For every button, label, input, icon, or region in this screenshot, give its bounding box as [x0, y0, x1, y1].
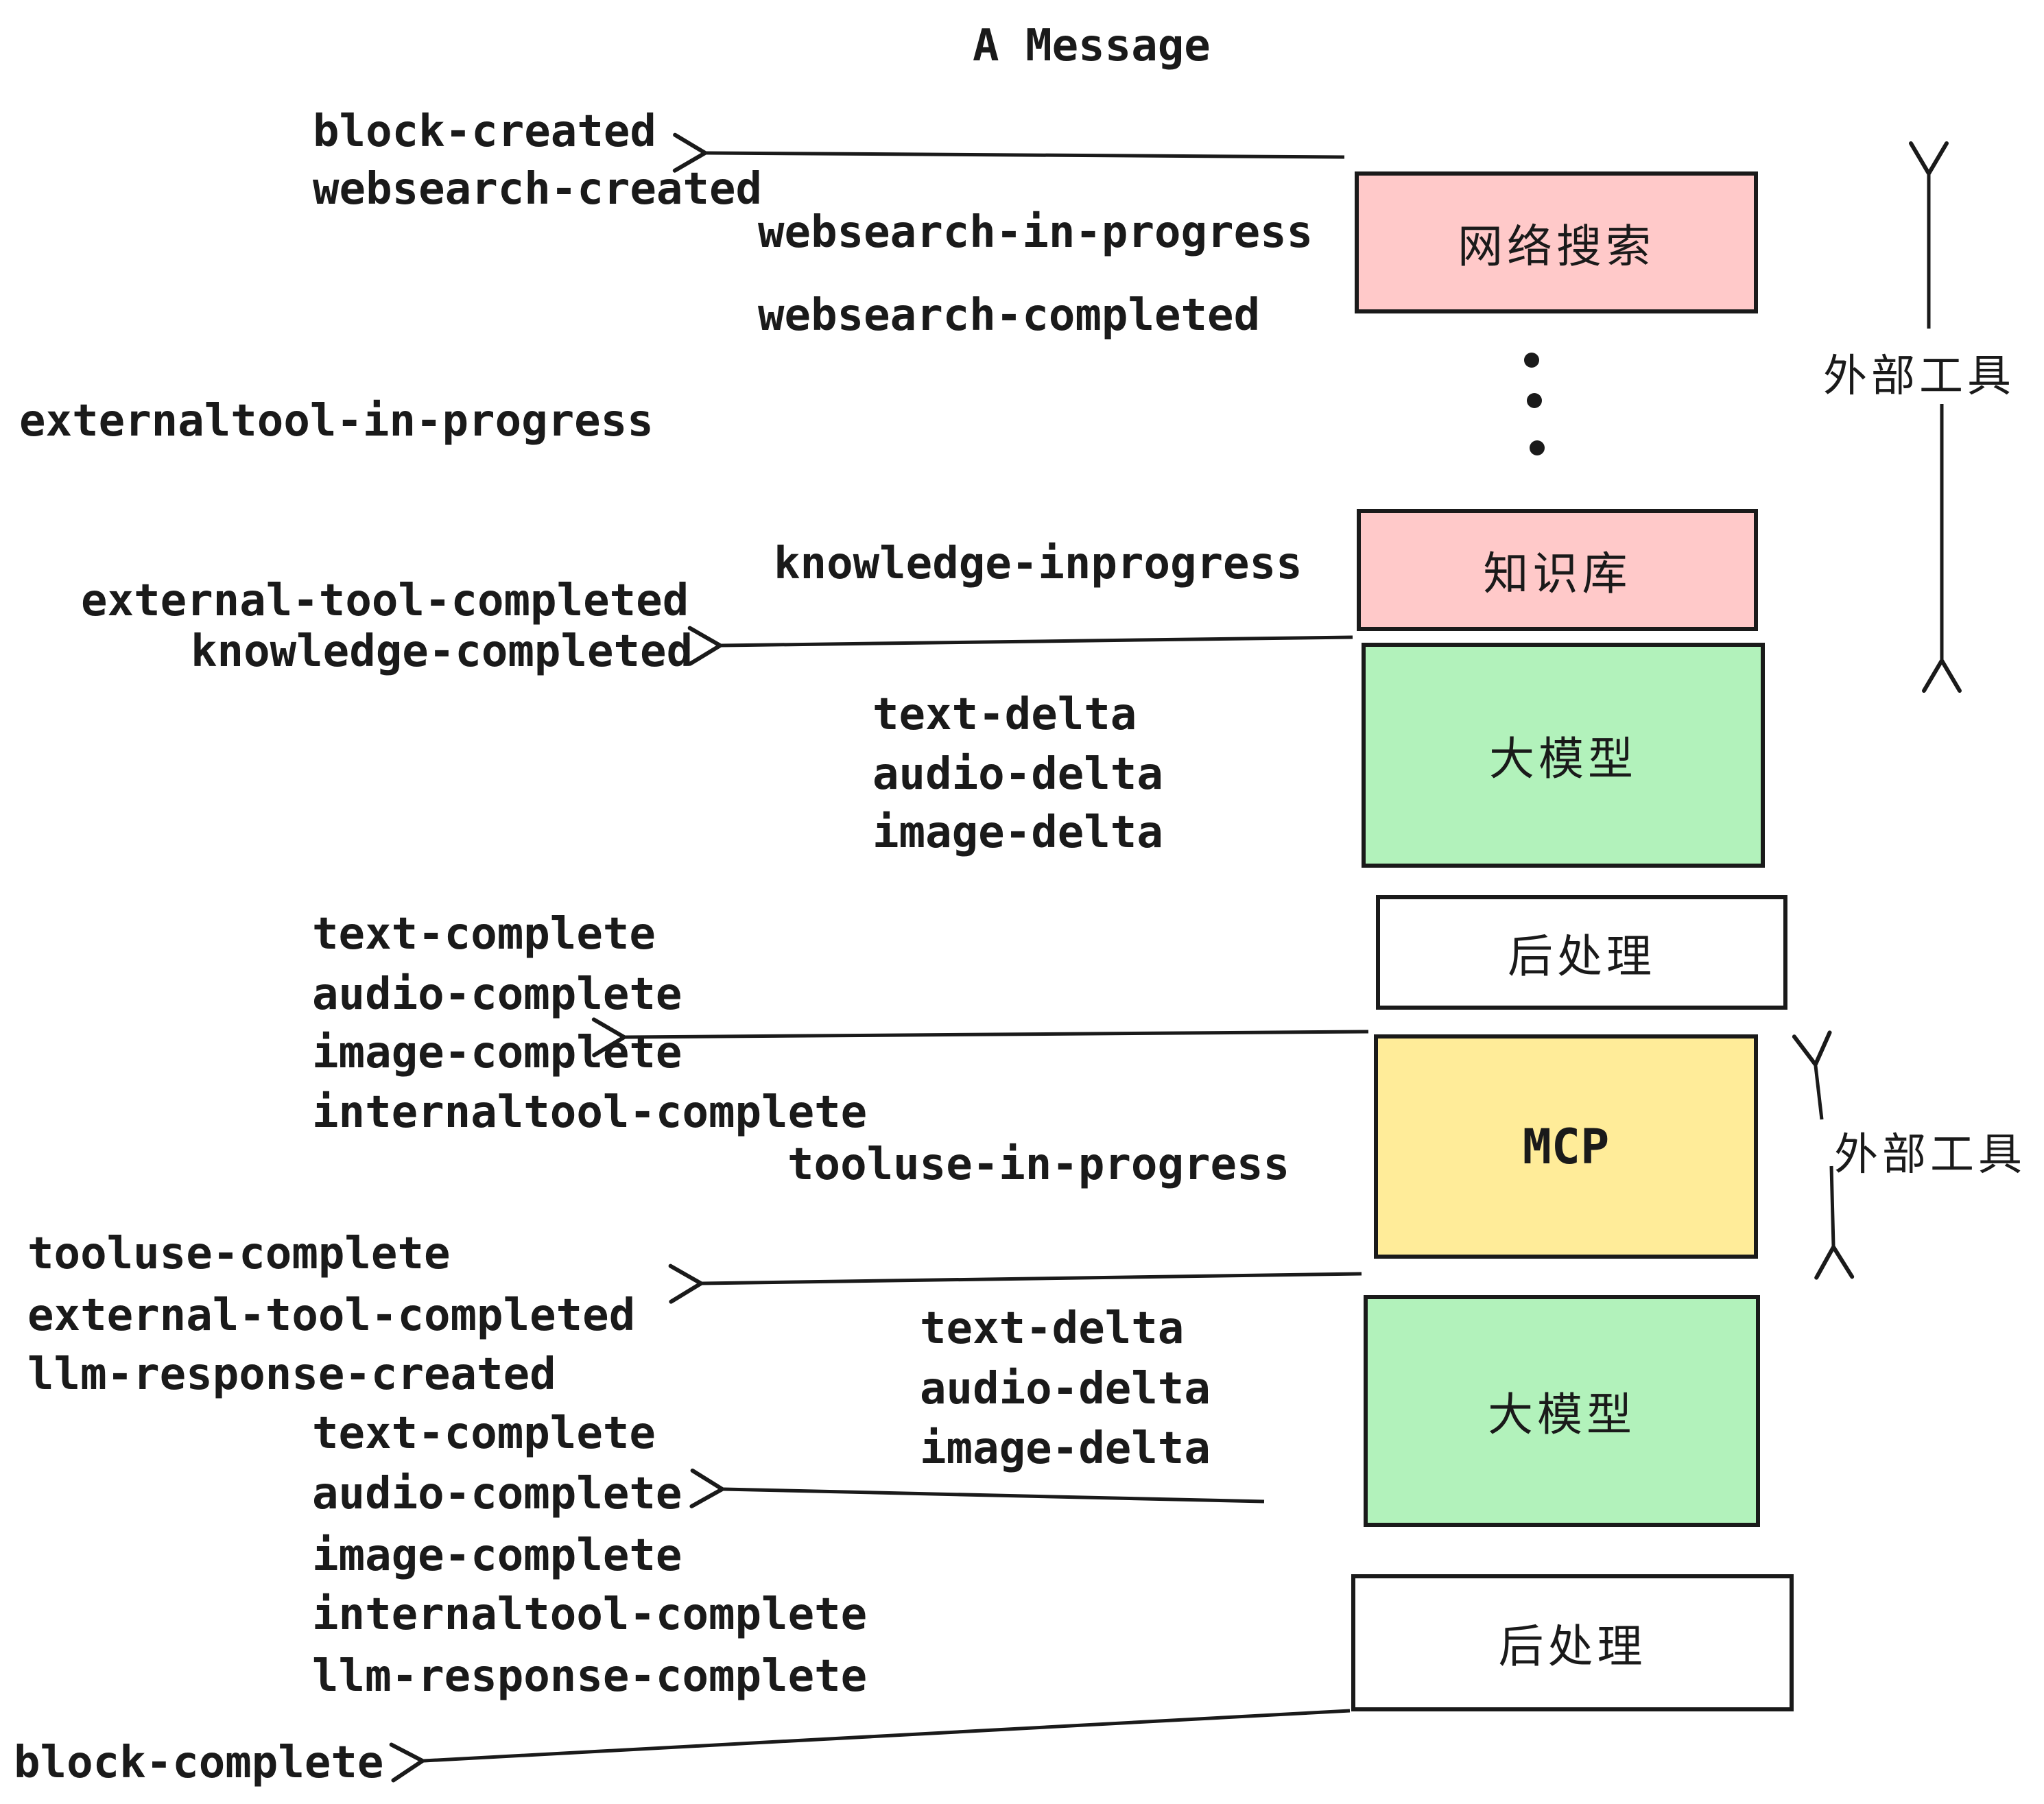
event-label-block-created: block-created — [313, 106, 656, 157]
arrow-to-tooluse-complete — [668, 1263, 1362, 1304]
event-label-image-complete-2: image-complete — [312, 1530, 682, 1581]
arrow-to-knowledge-completed — [687, 626, 1353, 666]
event-label-text-complete-2: text-complete — [312, 1408, 656, 1459]
event-label-text-delta-2: text-delta — [920, 1303, 1185, 1354]
arrow-to-audio-complete — [689, 1468, 1265, 1508]
box-knowledge: 知识库 — [1357, 509, 1758, 631]
box-post-1-label: 后处理 — [1508, 929, 1656, 983]
event-label-knowledge-completed: knowledge-completed — [191, 626, 693, 677]
external-tool-down-arrow-middle — [1814, 1165, 1855, 1280]
box-websearch: 网络搜索 — [1355, 171, 1758, 313]
box-llm-2-label: 大模型 — [1488, 1388, 1636, 1441]
event-label-tooluse-complete: tooluse-complete — [27, 1229, 451, 1279]
box-llm-1: 大模型 — [1362, 643, 1765, 868]
box-websearch-label: 网络搜索 — [1458, 219, 1655, 273]
event-label-websearch-created: websearch-created — [313, 164, 763, 215]
event-label-knowledge-inprogress: knowledge-inprogress — [774, 538, 1303, 589]
event-label-text-delta-1: text-delta — [872, 689, 1137, 740]
external-tool-up-arrow-middle — [1792, 1030, 1832, 1120]
event-label-external-tool-completed: external-tool-completed — [81, 575, 689, 626]
event-label-externaltool-in-progress: externaltool-in-progress — [19, 396, 654, 447]
external-tool-label-middle: 外部工具 — [1834, 1130, 2026, 1180]
diagram-title: A Message — [973, 21, 1211, 71]
event-label-external-tool-completed-2: external-tool-completed — [27, 1290, 636, 1341]
arrow-to-block-complete — [389, 1709, 1351, 1783]
event-label-audio-complete-2: audio-complete — [312, 1469, 682, 1519]
box-post-2-label: 后处理 — [1498, 1620, 1647, 1673]
event-label-text-complete-1: text-complete — [312, 909, 656, 960]
external-tool-label-top: 外部工具 — [1823, 351, 2015, 402]
box-knowledge-label: 知识库 — [1483, 547, 1632, 600]
event-label-audio-delta-1: audio-delta — [872, 749, 1163, 800]
ellipsis-dots — [1524, 353, 1545, 455]
event-label-llm-response-created: llm-response-created — [27, 1349, 556, 1400]
event-label-image-delta-2: image-delta — [920, 1423, 1211, 1474]
event-label-internaltool-complete-2: internaltool-complete — [312, 1589, 868, 1640]
event-label-block-complete: block-complete — [14, 1737, 384, 1788]
box-llm-1-label: 大模型 — [1489, 733, 1637, 785]
arrow-to-image-complete — [591, 1017, 1369, 1058]
arrow-to-block-created — [672, 132, 1345, 173]
box-llm-2: 大模型 — [1364, 1295, 1760, 1527]
event-label-tooluse-in-progress: tooluse-in-progress — [787, 1139, 1290, 1190]
box-mcp: MCP — [1374, 1034, 1758, 1259]
event-label-audio-delta-2: audio-delta — [920, 1364, 1211, 1414]
box-post-2: 后处理 — [1351, 1574, 1794, 1711]
event-label-image-delta-1: image-delta — [872, 807, 1163, 858]
box-post-1: 后处理 — [1376, 895, 1787, 1010]
event-label-internaltool-complete-1: internaltool-complete — [312, 1087, 868, 1138]
event-label-audio-complete-1: audio-complete — [312, 969, 682, 1020]
event-label-websearch-in-progress: websearch-in-progress — [758, 207, 1314, 258]
event-label-image-complete-1: image-complete — [312, 1028, 682, 1078]
event-label-websearch-completed: websearch-completed — [758, 290, 1261, 341]
box-mcp-label: MCP — [1522, 1118, 1610, 1175]
event-label-llm-response-complete: llm-response-complete — [312, 1651, 868, 1702]
